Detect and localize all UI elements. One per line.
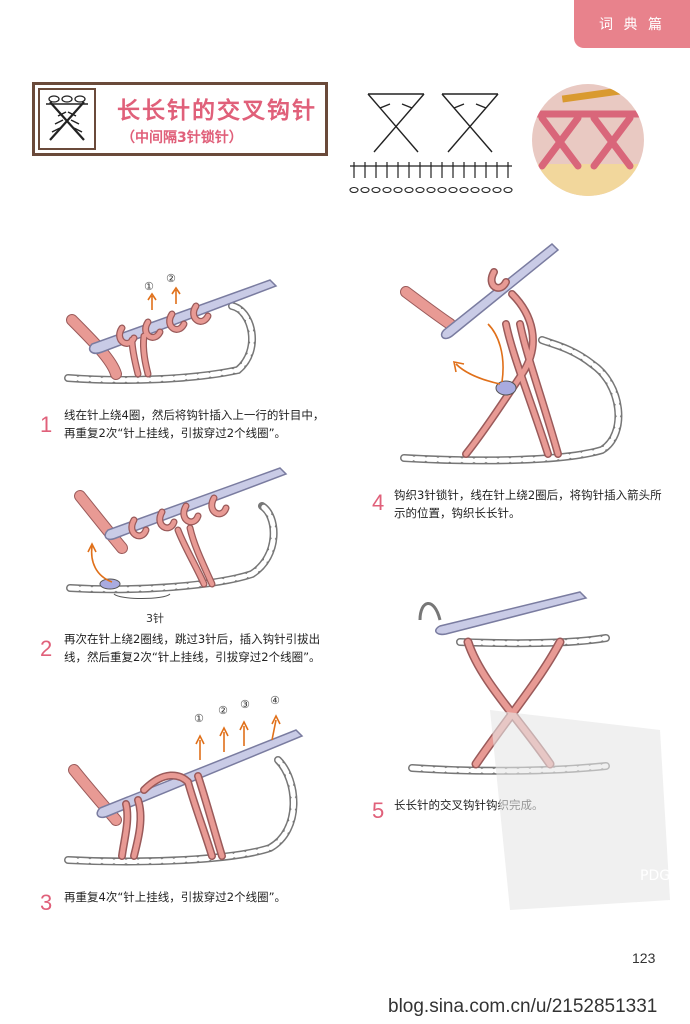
step-2-illustration (66, 467, 288, 599)
section-tab: 词 典 篇 (574, 0, 690, 48)
step-1-illustration (64, 279, 278, 384)
crossed-stitch-symbol (38, 88, 96, 150)
marker-1: ① (144, 280, 154, 293)
step-4-number: 4 (372, 490, 385, 515)
page-number: 123 (632, 950, 656, 966)
marker-3-2: ② (218, 704, 228, 717)
symbol-icon (46, 95, 88, 141)
marker-3-3: ③ (240, 698, 250, 711)
seal-stamp-watermark: PDG (490, 710, 670, 910)
page-subtitle: （中间隔3针锁针） (121, 130, 243, 146)
step-2-number: 2 (40, 636, 53, 661)
marker-3-1: ① (194, 712, 204, 725)
step-4-illustration (400, 242, 623, 465)
sample-photo (532, 84, 644, 196)
step-2-text: 再次在针上绕2圈线，跳过3针后，插入钩针引拔出线，然后重复2次“针上挂线，引拔穿… (64, 632, 321, 664)
marker-2: ② (166, 272, 176, 285)
skip-label: 3针 (146, 612, 164, 625)
title-box: 长长针的交叉钩针 （中间隔3针锁针） (32, 82, 328, 156)
page-title: 长长针的交叉钩针 (117, 98, 317, 124)
marker-3-4: ④ (270, 694, 280, 707)
step-3-illustration (64, 714, 304, 866)
step-3-number: 3 (40, 890, 53, 915)
step-1-number: 1 (40, 412, 53, 437)
stitch-chart-diagram (349, 93, 513, 194)
step-5-number: 5 (372, 798, 385, 823)
svg-text:PDG: PDG (640, 868, 670, 884)
step-3-text: 再重复4次“针上挂线，引拔穿过2个线圈”。 (64, 890, 287, 904)
step-4-text: 钩织3针锁针，线在针上绕2圈后，将钩针插入箭头所示的位置，钩织长长针。 (394, 488, 662, 520)
blog-watermark: blog.sina.com.cn/u/2152851331 (388, 996, 658, 1017)
step-1-text: 线在针上绕4圈，然后将钩针插入上一行的针目中，再重复2次“针上挂线，引拔穿过2个… (64, 408, 325, 440)
